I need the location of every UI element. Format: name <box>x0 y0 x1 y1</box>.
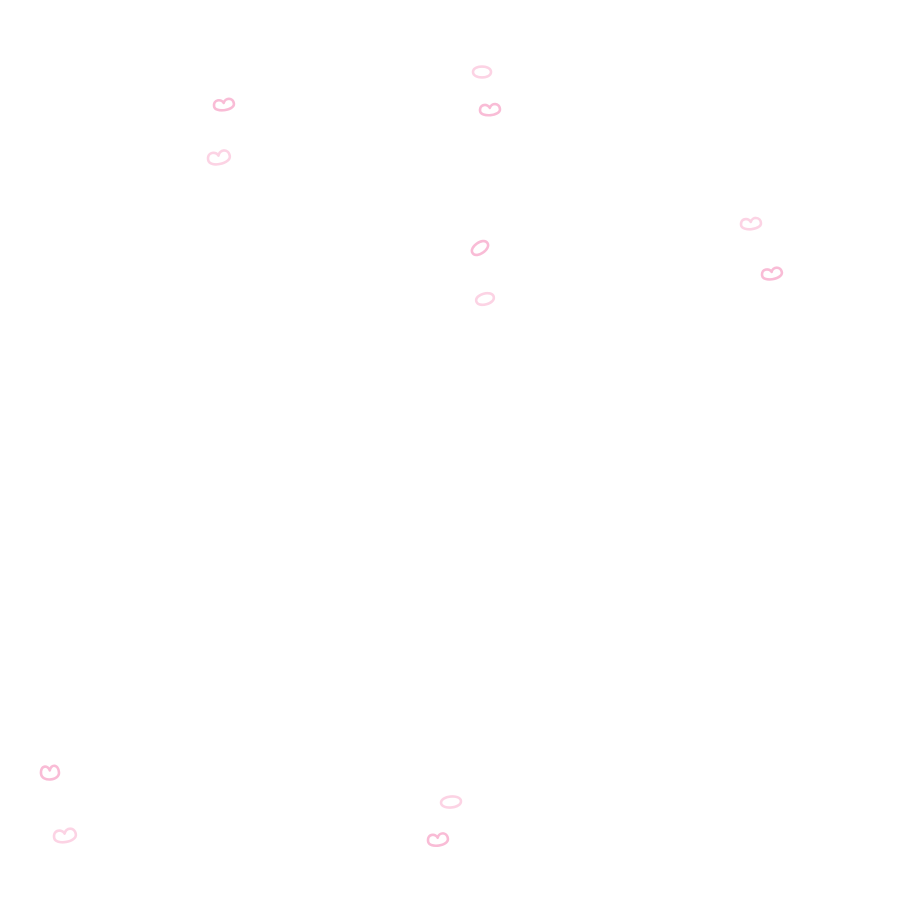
pink-loop-doodle-stroke <box>760 266 784 281</box>
pink-loop-doodle-stroke <box>39 764 61 781</box>
pink-loop-doodle-stroke <box>52 827 78 844</box>
pink-loop-doodle-icon <box>426 832 450 848</box>
pink-loop-doodle-icon <box>471 65 493 79</box>
pink-loop-doodle-icon <box>475 291 495 307</box>
pink-loop-doodle-stroke <box>426 832 450 848</box>
pink-loop-doodle-stroke <box>471 65 493 79</box>
pink-loop-doodle-icon <box>52 827 78 844</box>
pink-loop-doodle-icon <box>739 216 763 231</box>
pink-loop-doodle-stroke <box>470 239 490 257</box>
pink-loop-doodle-icon <box>470 239 490 257</box>
pink-loop-doodle-icon <box>206 149 232 166</box>
pink-loop-doodle-icon <box>39 764 61 781</box>
pink-loop-doodle-stroke <box>478 102 502 117</box>
pink-loop-doodle-stroke <box>475 291 495 307</box>
pink-loop-doodle-icon <box>478 102 502 117</box>
pink-loop-doodle-stroke <box>439 795 463 809</box>
pink-loop-doodle-stroke <box>739 216 763 231</box>
pink-loop-doodle-icon <box>212 97 236 112</box>
pink-loop-doodle-stroke <box>212 97 236 112</box>
pink-loop-doodle-stroke <box>206 149 232 166</box>
pink-loop-doodle-icon <box>439 795 463 809</box>
pink-loop-doodle-icon <box>760 266 784 281</box>
